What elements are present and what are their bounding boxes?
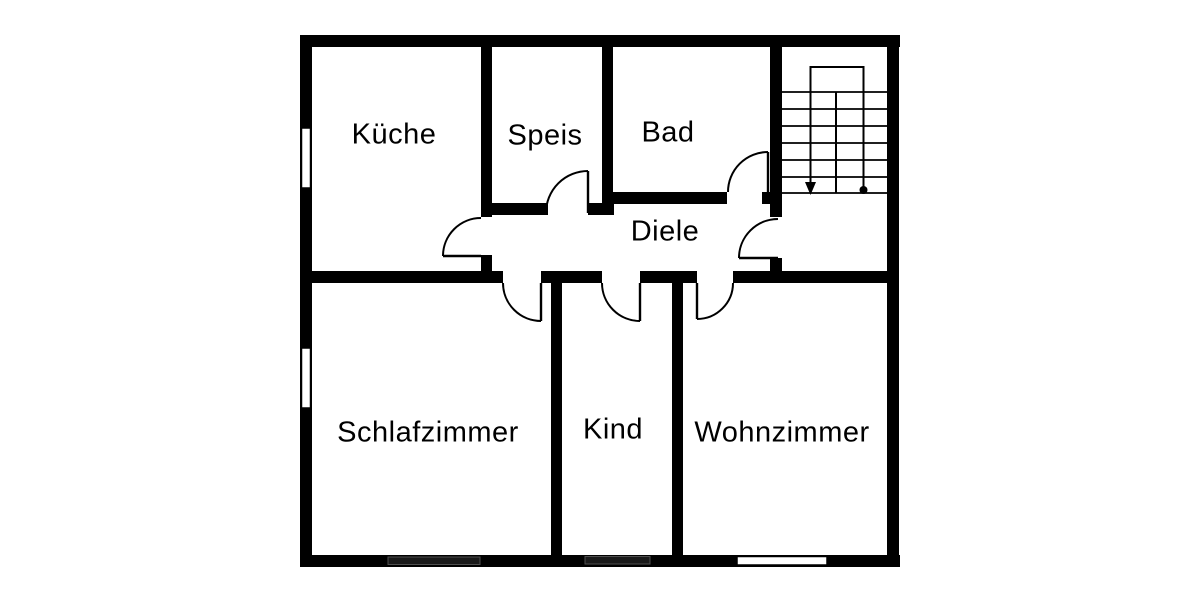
window-bottom-wohnzimmer <box>736 555 828 566</box>
wall-middle-b <box>541 271 602 283</box>
window-left-upper <box>300 127 312 189</box>
stair-direction-arrow <box>805 182 816 195</box>
room-label-diele: Diele <box>630 215 700 248</box>
staircase-group <box>782 66 887 195</box>
stair-landing-box <box>809 66 865 92</box>
wall-speis-bad <box>602 47 613 215</box>
wall-kueche-speis <box>481 47 492 217</box>
room-label-schlafzimmer: Schlafzimmer <box>337 416 519 449</box>
door-swing-bad <box>727 151 769 193</box>
door-swing-wohnzimmer <box>696 282 734 320</box>
wall-middle-d <box>733 271 899 283</box>
wall-speis-bottom <box>492 203 548 215</box>
outer-wall-top <box>300 35 900 47</box>
door-swing-stairhall <box>738 218 779 259</box>
window-left-lower <box>300 347 312 409</box>
wall-stub-stairhall-door <box>770 258 782 275</box>
room-label-kueche: Küche <box>351 118 437 151</box>
doors-group <box>442 151 779 322</box>
door-swing-speis <box>545 170 589 214</box>
wall-speis-bottom-stub <box>588 203 614 215</box>
door-swing-kind <box>601 282 641 322</box>
outer-wall-right <box>887 35 899 567</box>
door-speis <box>545 170 590 214</box>
door-kueche <box>442 217 482 258</box>
door-stairhall <box>738 218 779 260</box>
wall-bad-bottom <box>613 192 727 204</box>
stair-treads <box>782 91 887 194</box>
window-bottom-kind <box>584 556 651 565</box>
door-wohnzimmer <box>695 282 734 320</box>
window-bottom-schlafzimmer <box>387 556 481 565</box>
door-kind <box>601 282 642 322</box>
door-swing-kueche <box>442 217 482 257</box>
room-label-speis: Speis <box>507 119 583 152</box>
windows-group <box>300 127 828 566</box>
room-label-wohnzimmer: Wohnzimmer <box>694 416 870 449</box>
wall-middle-c <box>640 271 697 283</box>
door-bad <box>727 151 770 193</box>
outer-wall-left <box>300 35 312 567</box>
stair-start-dot <box>859 186 868 194</box>
door-swing-schlafzimmer <box>502 282 542 322</box>
door-schlafzimmer <box>502 282 543 322</box>
wall-bad-bottom-stub <box>762 192 782 204</box>
room-label-kind: Kind <box>582 413 644 446</box>
wall-middle-a <box>300 271 503 283</box>
wall-stub-kueche-door <box>481 255 492 275</box>
wall-schlafzimmer-kind <box>551 283 562 555</box>
wall-bad-stairhall <box>770 47 782 217</box>
room-label-bad: Bad <box>641 116 695 149</box>
wall-kind-wohnzimmer <box>672 283 683 555</box>
